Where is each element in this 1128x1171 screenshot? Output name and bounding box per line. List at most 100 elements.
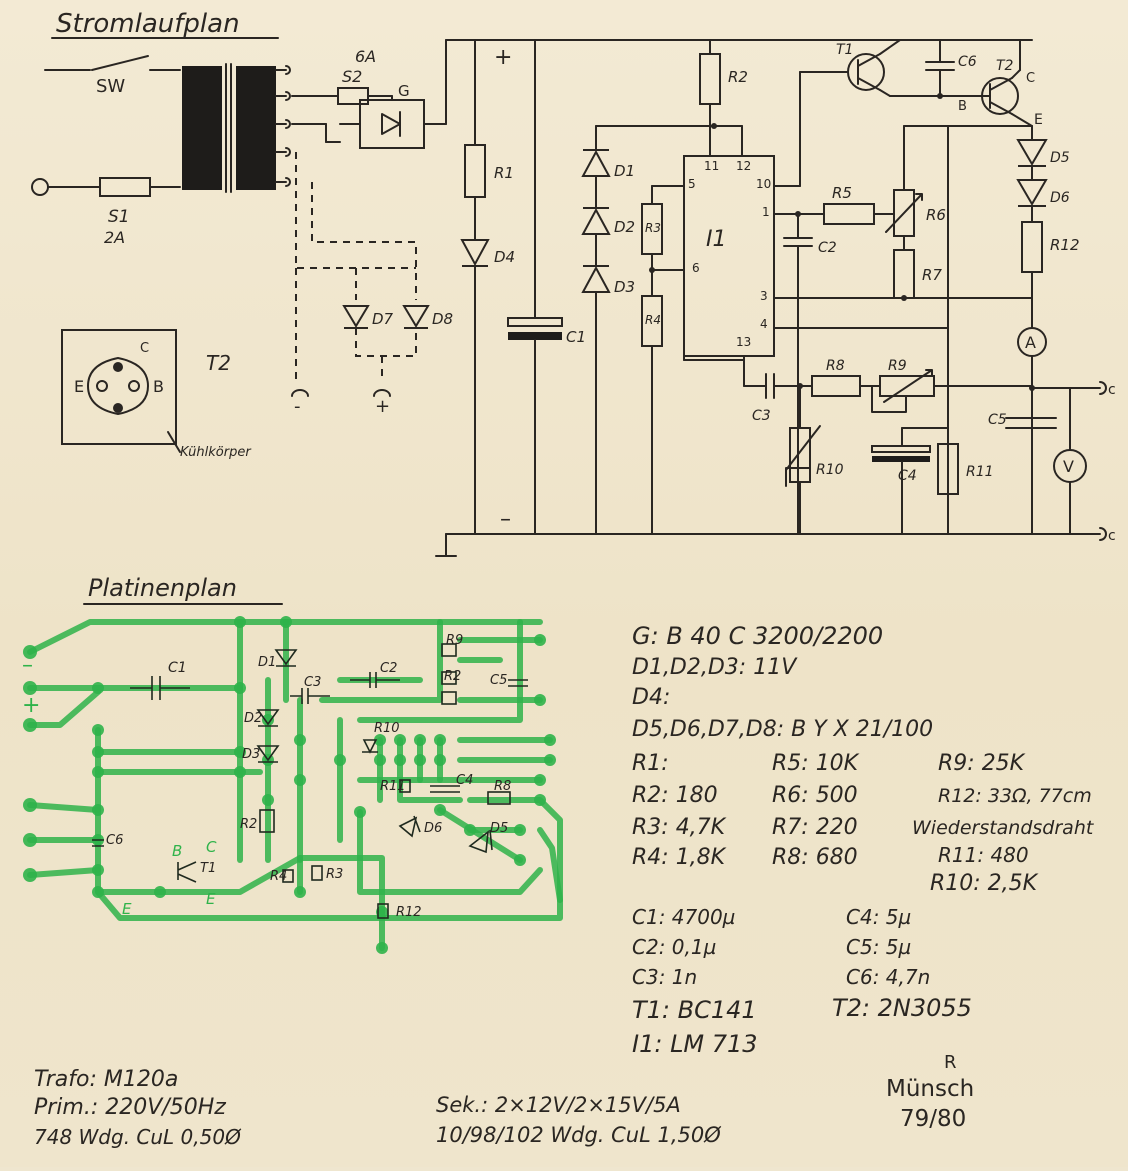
- pcb-r9-label: R9: [446, 633, 463, 648]
- r7-label: R7: [922, 266, 942, 284]
- resistor-r5: [823, 203, 875, 225]
- pass-transistors: T1 C6 T2 B C E: [836, 39, 1043, 128]
- transformer: [182, 63, 291, 193]
- ic-i1: I1 11 12 5 10 1 6 3 4 13: [683, 155, 775, 357]
- capacitor-c4: [871, 445, 931, 453]
- mains-input: SW S1 2A: [31, 55, 181, 247]
- c1-label: C1: [566, 328, 586, 346]
- pcb-r8-label: R8: [494, 779, 511, 794]
- part-r4: R4: 1,8K: [632, 845, 727, 870]
- pin-4: 4: [760, 317, 768, 331]
- pcb-c1-label: C1: [168, 660, 187, 676]
- out-c-top: c: [1108, 382, 1116, 398]
- fuse-s1-label: S1: [108, 207, 130, 227]
- pcb-r12-label: R12: [396, 905, 422, 920]
- rectifier-bridge-g: [359, 99, 425, 149]
- resistor-r2: [699, 53, 721, 105]
- pcb-plus-label: +: [22, 693, 40, 718]
- part-r8: R8: 680: [772, 845, 858, 870]
- r4-label: R4: [645, 313, 661, 327]
- led-d4: [460, 239, 490, 267]
- trafo-prim: Prim.: 220V/50Hz: [34, 1095, 226, 1120]
- pcb-r4-label: R4: [270, 869, 287, 884]
- c4-label: C4: [898, 468, 917, 484]
- auxiliary-supply: D7 D8 - +: [291, 152, 453, 417]
- r8-label: R8: [826, 358, 845, 374]
- part-c1: C1: 4700µ: [632, 905, 735, 929]
- author-date: 79/80: [900, 1106, 966, 1132]
- trafo-prim-turns: 748 Wdg. CuL 0,50Ø: [34, 1125, 242, 1149]
- d4-label: D4: [494, 248, 515, 266]
- part-r9: R9: 25K: [938, 751, 1026, 776]
- d5-label: D5: [1050, 150, 1070, 166]
- pin-12: 12: [736, 159, 751, 173]
- t2-label: T2: [996, 58, 1014, 74]
- part-i1: I1: LM 713: [632, 1030, 758, 1058]
- signature: R Münsch 79/80: [886, 1052, 974, 1132]
- bridge-label: G: [398, 82, 410, 100]
- pcb-d6-label: D6: [424, 821, 442, 836]
- inset-e: E: [74, 377, 84, 396]
- mains-terminal: [31, 178, 49, 196]
- parts-list: G: B 40 C 3200/2200 D1,D2,D3: 11V D4: D5…: [632, 622, 1095, 1058]
- fuse-s2: [337, 87, 369, 105]
- part-d123: D1,D2,D3: 11V: [632, 655, 798, 680]
- part-t2: T2: 2N3055: [832, 994, 972, 1022]
- heatsink-label: Kühlkörper: [180, 445, 252, 460]
- switch-label: SW: [96, 76, 125, 97]
- part-r3: R3: 4,7K: [632, 815, 727, 840]
- r3-r4-divider: R3 R4: [641, 185, 685, 535]
- zener-chain: D1 D2 D3: [581, 125, 715, 535]
- fuse-s1-rating: 2A: [104, 228, 125, 247]
- part-d4: D4:: [632, 685, 670, 710]
- trafo-sek: Sek.: 2×12V/2×15V/5A: [436, 1093, 681, 1117]
- pcb-minus-label: –: [22, 653, 33, 678]
- pin-3: 3: [760, 289, 768, 303]
- pcb-d2-label: D2: [244, 711, 262, 726]
- part-r6: R6: 500: [772, 783, 858, 808]
- aux-minus: -: [294, 396, 301, 417]
- pcb-r10-label: R10: [374, 721, 400, 736]
- sense-network: C3 R8 R9 R10 C4 R11: [683, 125, 1033, 535]
- part-c6: C6: 4,7n: [846, 965, 930, 989]
- fuse-s1: [99, 177, 151, 197]
- pcb-d3-label: D3: [242, 747, 260, 762]
- author-initials: R: [944, 1052, 957, 1073]
- transformer-specs: Trafo: M120a Prim.: 220V/50Hz 748 Wdg. C…: [34, 1067, 721, 1149]
- r1-label: R1: [494, 164, 514, 182]
- resistor-r2-branch: R2: [699, 39, 748, 157]
- pin-6: 6: [692, 261, 700, 275]
- trafo-type: Trafo: M120a: [34, 1067, 178, 1092]
- dc-rails: + –: [435, 39, 1101, 557]
- part-c5: C5: 5µ: [846, 935, 911, 959]
- d8-label: D8: [432, 310, 453, 328]
- t1-label: T1: [836, 42, 853, 58]
- part-r12: R12: 33Ω, 77cm: [938, 785, 1092, 807]
- part-r7: R7: 220: [772, 815, 858, 840]
- pcb-d5-label: D5: [490, 821, 508, 836]
- c6-label: C6: [958, 54, 977, 70]
- pcb-d1-label: D1: [258, 655, 276, 670]
- output-path: D5 D6 R12 A c c C5 V: [988, 125, 1116, 544]
- part-r10: R10: 2,5K: [930, 871, 1039, 896]
- pcb-r2-label: R2: [240, 817, 257, 832]
- r11-label: R11: [966, 464, 994, 480]
- r5-label: R5: [832, 184, 852, 202]
- pcb-c-label: C: [206, 838, 217, 856]
- t2-e: E: [1034, 112, 1043, 128]
- zener-d3: [581, 265, 611, 293]
- part-g: G: B 40 C 3200/2200: [632, 622, 883, 650]
- t2-heatsink-inset: E B C T2 Kühlkörper: [61, 329, 252, 460]
- pcb-c4-label: C4: [456, 773, 473, 788]
- part-r1: R1:: [632, 751, 669, 776]
- transistor-t1: [847, 53, 885, 91]
- r9-label: R9: [888, 358, 907, 374]
- inset-label: T2: [206, 351, 231, 375]
- d1-label: D1: [614, 162, 635, 180]
- pcb-title: Platinenplan: [88, 574, 237, 602]
- plus-label: +: [494, 45, 512, 70]
- potentiometer-r10: [789, 427, 811, 483]
- pcb-c6-label: C6: [106, 833, 123, 848]
